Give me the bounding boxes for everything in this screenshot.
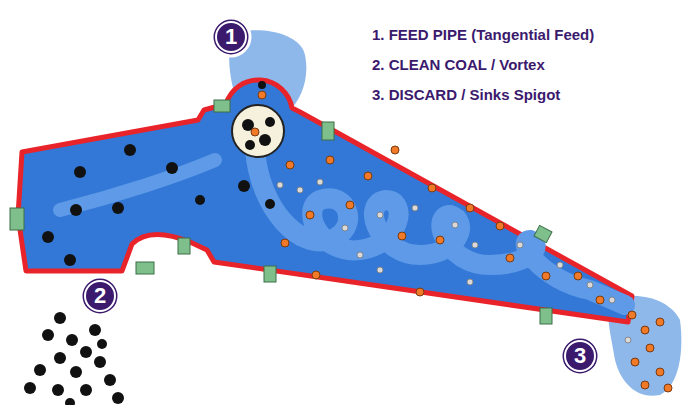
vortex-swirl [255,150,625,305]
callout-circle: 2 [78,274,122,318]
legend-note: 1. FEED PIPE (Tangential Feed) [372,26,594,43]
feed-inlet [232,105,284,157]
middling-particles [277,179,631,343]
clean-coal-pile [24,312,124,405]
callout-number: 3 [558,334,602,378]
cyclone-body [18,80,632,322]
refuse-particles [251,91,672,392]
coal-particles [42,81,275,266]
callout-circle: 1 [209,15,253,59]
callout-circle: 3 [558,334,602,378]
mounting-bracket [10,100,552,324]
callout-number: 1 [209,15,253,59]
legend-note: 3. DISCARD / Sinks Spigot [372,86,560,103]
vortex-swirl [60,160,215,210]
callout-number: 2 [78,274,122,318]
legend-note: 2. CLEAN COAL / Vortex [372,56,545,73]
